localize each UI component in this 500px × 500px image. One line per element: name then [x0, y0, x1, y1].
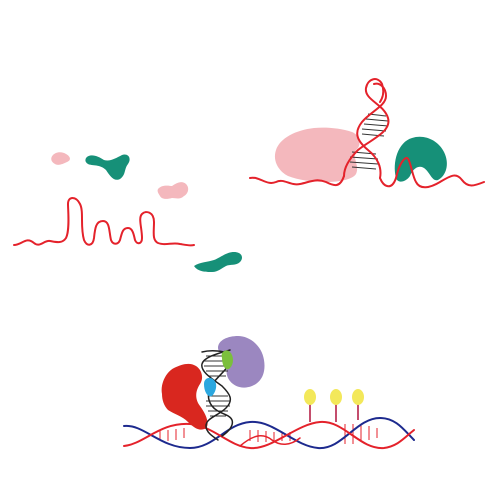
rnp-rna-strand: [249, 157, 485, 189]
pink-protein-middle: [157, 182, 189, 199]
green-domain: [221, 350, 233, 370]
free-rna-strand: [13, 197, 195, 247]
rnp-complex-group: [249, 78, 485, 189]
free-rna-group: [13, 152, 242, 272]
modification-marks: [304, 389, 364, 422]
chromatin-complex-group: [123, 336, 415, 450]
purple-protein: [218, 336, 265, 388]
blue-domain: [204, 377, 217, 397]
dna-strand-blue: [123, 416, 415, 450]
green-protein-upper: [85, 154, 130, 180]
green-protein-bound: [394, 136, 447, 182]
hairpin-strand-b: [356, 82, 388, 179]
yellow-mark-2: [330, 389, 342, 405]
dna-strand-red: [123, 420, 415, 450]
vertical-helix-strand-b: [201, 349, 232, 441]
red-protein: [161, 363, 208, 430]
pink-protein-small: [51, 152, 70, 165]
yellow-mark-1: [304, 389, 316, 405]
yellow-mark-3: [352, 389, 364, 405]
dna-duplex-rungs: [159, 424, 378, 444]
dna-strand-red-second: [239, 435, 301, 447]
pink-protein-large: [274, 127, 360, 182]
green-protein-lower: [194, 252, 242, 272]
